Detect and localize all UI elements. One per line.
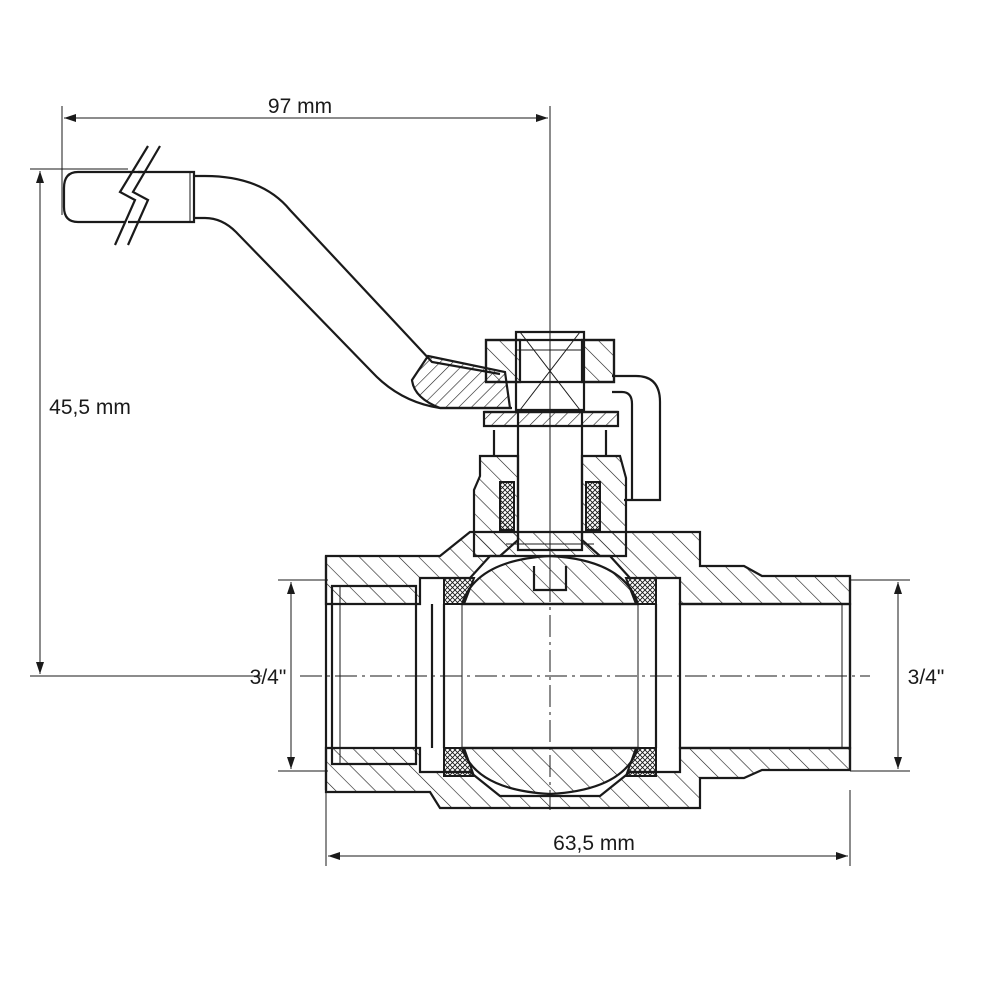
body-length-label: 63,5 mm — [553, 832, 635, 855]
dimension-height: 45,5 mm — [30, 168, 262, 677]
dimension-inlet-thread: 3/4" — [250, 579, 328, 772]
dimension-outlet-thread: 3/4" — [850, 579, 945, 772]
flow-passage — [330, 584, 852, 766]
dimension-body-length: 63,5 mm — [325, 790, 851, 866]
lever-handle — [62, 145, 512, 410]
height-label: 45,5 mm — [49, 396, 131, 419]
outlet-thread-label: 3/4" — [908, 666, 945, 689]
inlet-thread-label: 3/4" — [250, 666, 287, 689]
centerlines — [300, 300, 870, 810]
handle-length-label: 97 mm — [268, 95, 332, 118]
seat-seals — [430, 577, 658, 777]
